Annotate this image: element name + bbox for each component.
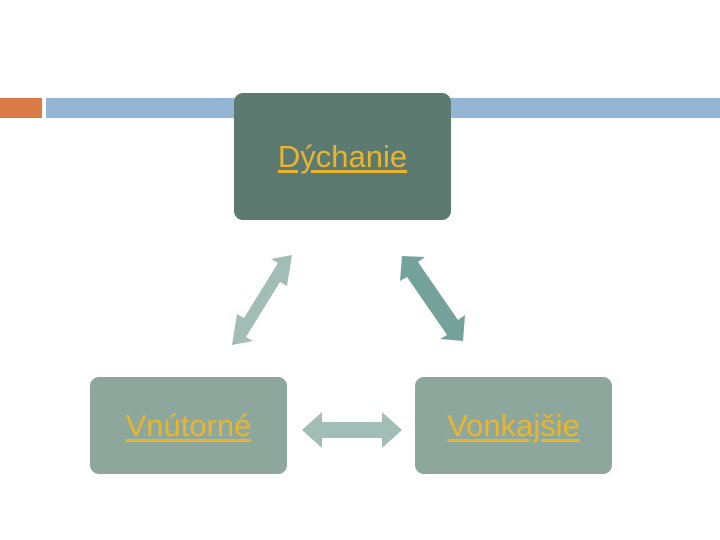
node-dychanie: Dýchanie [234,93,451,220]
arrow-bottom-horizontal [302,412,402,448]
node-vonkajsie: Vonkajšie [415,377,612,474]
node-dychanie-link[interactable]: Dýchanie [277,138,408,174]
node-vonkajsie-link[interactable]: Vonkajšie [447,407,580,443]
arrow-top-right-diagonal [400,256,465,341]
arrow-top-left-diagonal [232,255,292,345]
header-accent-orange-bar [0,98,42,118]
node-vnutorne-link[interactable]: Vnútorné [125,407,252,443]
node-vnutorne: Vnútorné [90,377,287,474]
